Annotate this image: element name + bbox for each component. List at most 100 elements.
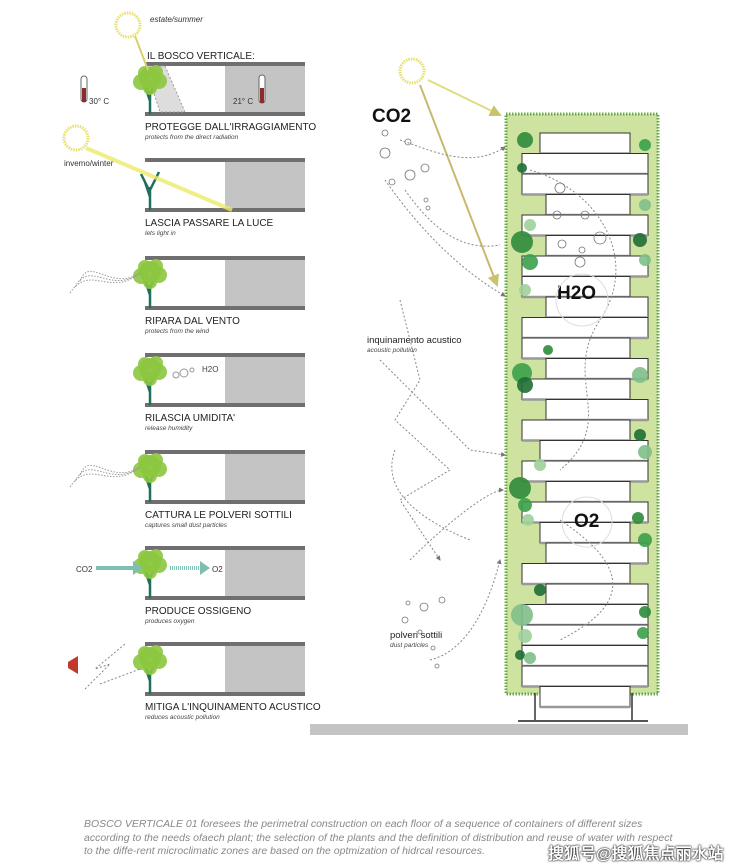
season-winter-label: invemo/winter <box>64 159 114 168</box>
floor <box>521 337 631 359</box>
floor <box>545 542 649 564</box>
panel-subtitle: captures small dust particles <box>145 522 228 529</box>
season-summer-label: estate/summer <box>150 15 203 24</box>
building-tree <box>522 254 538 270</box>
building-tree <box>639 254 651 266</box>
caption-text: BOSCO VERTICALE 01 foresees the perimetr… <box>84 818 673 857</box>
floor <box>521 563 631 585</box>
particle-bubble <box>557 239 567 249</box>
floor <box>545 583 649 605</box>
outside-temperature: 30° C <box>89 97 109 106</box>
o2-circle <box>561 496 613 548</box>
building-tree <box>639 199 651 211</box>
panel-title: RILASCIA UMIDITA' <box>145 413 235 424</box>
tree-icon <box>139 171 161 210</box>
floor <box>521 378 631 400</box>
particle-bubble <box>580 210 590 220</box>
panel-subtitle: release humidity <box>145 425 193 432</box>
particle-bubble <box>574 256 586 268</box>
floor <box>539 686 631 708</box>
thermometer-outside-icon <box>80 75 88 103</box>
diagram-title: IL BOSCO VERTICALE: <box>147 51 255 62</box>
particle-bubble <box>420 163 430 173</box>
tree-icon <box>133 356 167 405</box>
sun-ray-top <box>427 79 502 117</box>
benefit-panel: RILASCIA UMIDITA'release humidity H2O <box>133 353 305 432</box>
floor <box>521 214 649 236</box>
building-tree <box>638 533 652 547</box>
summer-sun-icon <box>114 11 142 39</box>
sun-ray-bottom <box>419 84 500 287</box>
dust-label: polveri sottili <box>390 630 442 641</box>
panel-title: RIPARA DAL VENTO <box>145 316 240 327</box>
building-tree <box>515 650 525 660</box>
winter-sun-ray <box>85 146 233 212</box>
co2-input-label: CO2 <box>76 565 93 574</box>
tree-icon <box>133 259 167 308</box>
building-tree <box>634 429 646 441</box>
dust-sublabel: dust particles <box>390 642 429 649</box>
particle-bubble <box>419 602 429 612</box>
building-tree <box>517 163 527 173</box>
panel-title: PROTEGGE DALL'IRRAGGIAMENTO <box>145 122 316 133</box>
inside-temperature: 21° C <box>233 97 253 106</box>
panel-subtitle: protects from the direct radiation <box>144 134 239 141</box>
building-tree <box>509 477 531 499</box>
floor <box>521 645 649 667</box>
panel-subtitle: protects from the wind <box>144 328 209 335</box>
building-tree <box>637 627 649 639</box>
panel-title: CATTURA LE POLVERI SOTTILI <box>145 510 292 521</box>
floor <box>521 419 631 441</box>
co2-arrowhead <box>133 561 143 575</box>
particle-bubble <box>388 178 396 186</box>
humidity-bubble <box>189 367 195 373</box>
tree-icon <box>133 453 167 502</box>
co2-arrow <box>96 566 134 570</box>
humidity-bubble <box>179 368 189 378</box>
wind-lines <box>69 270 141 294</box>
h2o-tag: H2O <box>202 365 218 374</box>
floor <box>521 624 649 646</box>
particle-bubble <box>425 205 431 211</box>
building-tree <box>639 606 651 618</box>
particle-bubble <box>578 246 586 254</box>
panel-title: PRODUCE OSSIGENO <box>145 606 251 617</box>
panel-subtitle: lets light in <box>145 230 176 237</box>
particle-bubble <box>404 138 412 146</box>
tree-icon <box>133 65 167 114</box>
building-tree <box>534 584 546 596</box>
particle-bubble <box>423 197 429 203</box>
floor <box>521 317 649 339</box>
panel-subtitle: reduces acoustic pollution <box>145 714 220 721</box>
particle-bubble <box>404 169 416 181</box>
floor <box>521 665 649 687</box>
summer-sun-ray <box>134 35 149 71</box>
tree-icon <box>133 645 167 694</box>
o2-label: O2 <box>574 511 599 532</box>
building-tree <box>517 377 533 393</box>
co2-label: CO2 <box>372 106 411 127</box>
panel-title: LASCIA PASSARE LA LUCE <box>145 218 274 229</box>
megaphone-icon <box>68 656 78 674</box>
wind-lines <box>69 464 141 488</box>
humidity-bubble <box>172 371 180 379</box>
particle-bubble <box>401 616 409 624</box>
noise-lines <box>84 643 141 690</box>
floor <box>545 481 631 503</box>
building-tree <box>511 604 533 626</box>
building-tree <box>633 233 647 247</box>
particle-bubble <box>381 129 389 137</box>
winter-sun-icon <box>62 124 90 152</box>
building-tree <box>519 284 531 296</box>
building-tree <box>522 514 534 526</box>
sun-icon <box>398 57 426 85</box>
particle-bubble <box>379 147 391 159</box>
building-tree <box>511 231 533 253</box>
panel-title: MITIGA L'INQUINAMENTO ACUSTICO <box>145 702 321 713</box>
particle-bubble <box>593 231 607 245</box>
building-tree <box>518 498 532 512</box>
